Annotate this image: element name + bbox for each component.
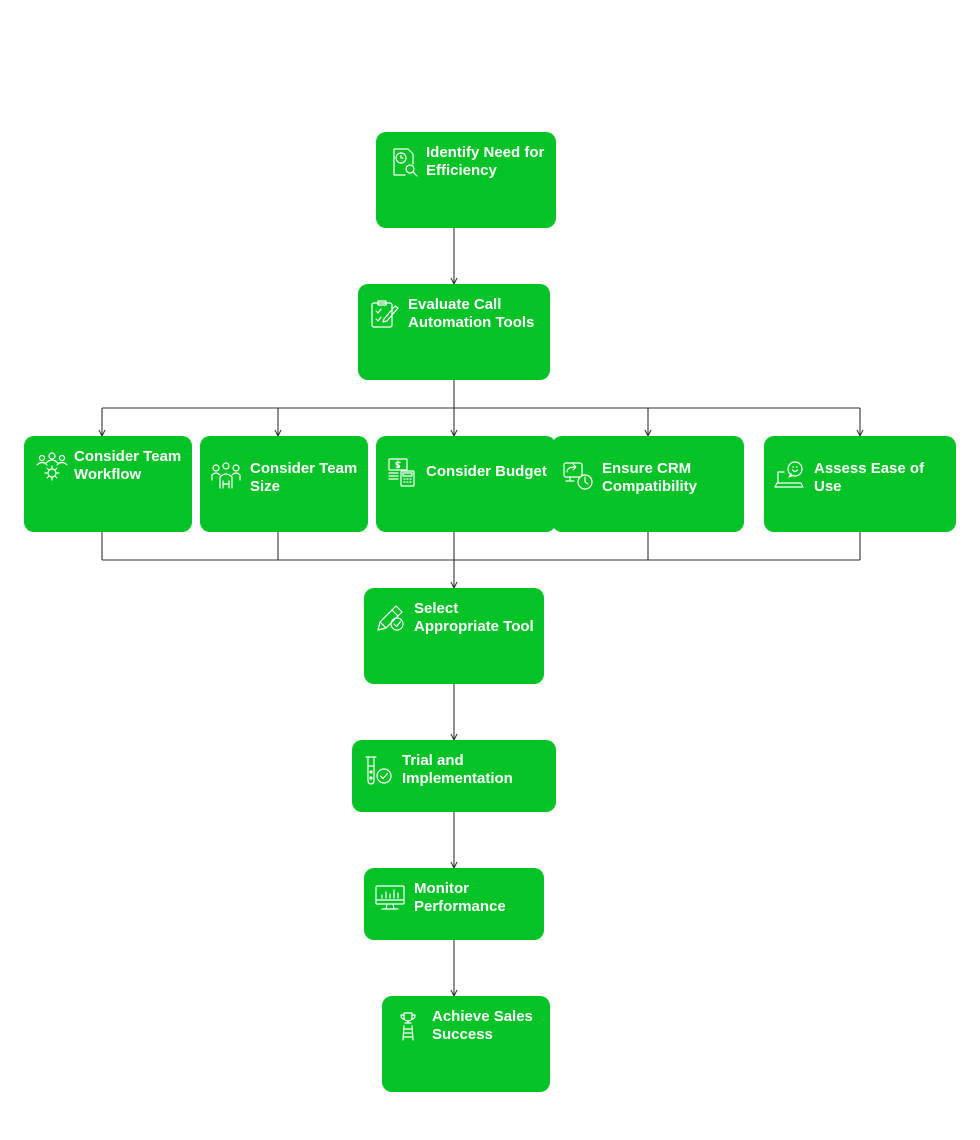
node-success[interactable]: Achieve Sales Success <box>382 996 550 1092</box>
node-label: Assess Ease of Use <box>814 460 925 495</box>
team-gear-icon <box>36 450 68 482</box>
node-label: Achieve Sales Success <box>432 1008 533 1043</box>
node-select-tool[interactable]: Select Appropriate Tool <box>364 588 544 684</box>
checklist-pencil-icon <box>368 298 400 330</box>
node-label: Monitor Performance <box>414 880 506 915</box>
node-label: Trial and Implementation <box>402 752 513 787</box>
node-label: Consider Team Workflow <box>74 448 182 483</box>
laptop-smile-icon <box>774 460 806 492</box>
node-monitor[interactable]: Monitor Performance <box>364 868 544 940</box>
trophy-ladder-icon <box>392 1010 424 1042</box>
group-people-icon <box>210 460 242 492</box>
node-label: Ensure CRM Compatibility <box>602 460 698 495</box>
sync-screens-icon <box>562 460 594 492</box>
pencil-check-icon <box>374 602 406 634</box>
money-calculator-icon <box>386 456 418 488</box>
node-trial[interactable]: Trial and Implementation <box>352 740 556 812</box>
node-label: Consider Budget <box>426 463 547 480</box>
document-search-icon <box>388 146 420 178</box>
node-label: Evaluate Call Automation Tools <box>408 296 535 331</box>
monitor-chart-icon <box>374 882 406 914</box>
test-tube-check-icon <box>362 754 394 786</box>
node-team-workflow[interactable]: Consider Team Workflow <box>24 436 192 532</box>
node-identify-need[interactable]: Identify Need for Efficiency <box>376 132 556 228</box>
node-crm-compat[interactable]: Ensure CRM Compatibility <box>552 436 744 532</box>
node-label: Identify Need for Efficiency <box>426 144 545 179</box>
node-team-size[interactable]: Consider Team Size <box>200 436 368 532</box>
node-ease-of-use[interactable]: Assess Ease of Use <box>764 436 956 532</box>
node-evaluate-tools[interactable]: Evaluate Call Automation Tools <box>358 284 550 380</box>
node-budget[interactable]: Consider Budget <box>376 436 556 532</box>
node-label: Select Appropriate Tool <box>414 600 534 635</box>
node-label: Consider Team Size <box>250 460 358 495</box>
